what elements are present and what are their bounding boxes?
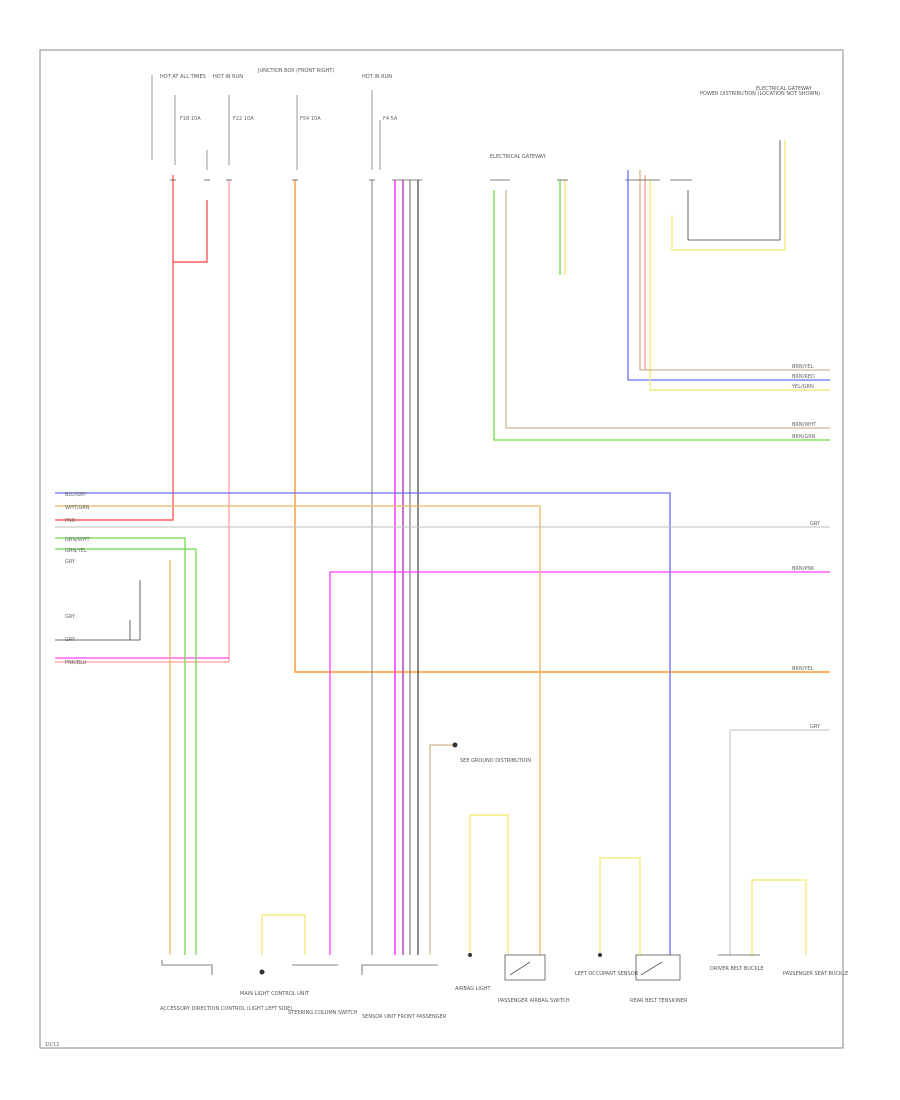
- svg-text:SEE GROUND DISTRIBUTION: SEE GROUND DISTRIBUTION: [460, 758, 531, 764]
- wire-red: [55, 175, 208, 521]
- svg-text:GRY: GRY: [65, 559, 76, 565]
- svg-text:BRN/YEL: BRN/YEL: [792, 364, 814, 370]
- svg-text:F22 10A: F22 10A: [233, 116, 254, 122]
- svg-text:ELECTRICAL GATEWAY: ELECTRICAL GATEWAY: [756, 86, 813, 92]
- component-labels: ACCESSORY DIRECTION CONTROL (LIGHT LEFT …: [160, 758, 848, 1020]
- page-id: 10/12: [45, 1042, 59, 1048]
- ground-dots: [259, 742, 602, 975]
- svg-text:F54 10A: F54 10A: [300, 116, 321, 122]
- svg-text:BRN/RED: BRN/RED: [792, 374, 815, 380]
- wire-tan: [55, 505, 541, 955]
- svg-text:YEL/GRN: YEL/GRN: [791, 384, 814, 390]
- svg-text:BRN/WHT: BRN/WHT: [792, 422, 817, 428]
- svg-text:BRN/PNK: BRN/PNK: [792, 566, 815, 572]
- svg-text:LEFT OCCUPANT SENSOR: LEFT OCCUPANT SENSOR: [575, 971, 639, 977]
- svg-text:POWER DISTRIBUTION (LOCATION N: POWER DISTRIBUTION (LOCATION NOT SHOWN): [700, 91, 820, 97]
- svg-text:WHT/GRN: WHT/GRN: [65, 505, 90, 511]
- svg-text:JUNCTION BOX (FRONT RIGHT): JUNCTION BOX (FRONT RIGHT): [257, 68, 334, 74]
- svg-text:HOT IN RUN: HOT IN RUN: [362, 74, 392, 80]
- svg-text:PASSENGER AIRBAG SWITCH: PASSENGER AIRBAG SWITCH: [498, 998, 570, 1004]
- svg-text:ACCESSORY DIRECTION CONTROL (L: ACCESSORY DIRECTION CONTROL (LIGHT LEFT …: [160, 1006, 292, 1012]
- svg-text:MAIN LIGHT CONTROL UNIT: MAIN LIGHT CONTROL UNIT: [240, 991, 310, 997]
- svg-text:GRY: GRY: [65, 637, 76, 643]
- svg-text:STEERING COLUMN SWITCH: STEERING COLUMN SWITCH: [288, 1010, 358, 1016]
- fuse-labels: F18 10A F22 10A F54 10A F4 5A: [180, 116, 398, 122]
- top-labels: HOT AT ALL TIMES HOT IN RUN JUNCTION BOX…: [160, 68, 820, 160]
- svg-text:PASSENGER SEAT BUCKLE: PASSENGER SEAT BUCKLE: [783, 971, 848, 977]
- svg-text:SENSOR UNIT FRONT PASSENGER: SENSOR UNIT FRONT PASSENGER: [362, 1014, 447, 1020]
- svg-text:PNK: PNK: [65, 518, 76, 524]
- svg-text:BRN/YEL: BRN/YEL: [792, 666, 814, 672]
- svg-text:DRIVER BELT BUCKLE: DRIVER BELT BUCKLE: [710, 966, 764, 972]
- svg-text:GRY: GRY: [810, 521, 821, 527]
- power-feeds: [151, 75, 381, 170]
- svg-text:HOT IN RUN: HOT IN RUN: [213, 74, 243, 80]
- svg-text:BRN/GRN: BRN/GRN: [792, 434, 816, 440]
- wire-brown: [429, 170, 830, 955]
- svg-text:GRY: GRY: [65, 614, 76, 620]
- svg-text:GRN/WHT: GRN/WHT: [65, 537, 90, 543]
- svg-text:GRN/YEL: GRN/YEL: [65, 548, 87, 554]
- component-boxes: [161, 954, 760, 981]
- wire-gray: [55, 526, 830, 955]
- svg-text:F18 10A: F18 10A: [180, 116, 201, 122]
- wire-magenta: [55, 571, 830, 955]
- svg-text:BLU/GRY: BLU/GRY: [65, 492, 87, 498]
- wire-yellow: [261, 140, 830, 955]
- svg-text:GRY: GRY: [810, 724, 821, 730]
- svg-text:F4 5A: F4 5A: [383, 116, 398, 122]
- svg-text:ELECTRICAL GATEWAY: ELECTRICAL GATEWAY: [490, 154, 547, 160]
- svg-text:PNK/BLU: PNK/BLU: [65, 660, 87, 666]
- diagram-frame: [39, 49, 844, 1049]
- left-wire-labels: BLU/GRY WHT/GRN PNK GRN/WHT GRN/YEL GRY …: [65, 492, 90, 666]
- wire-bundle: [371, 180, 419, 955]
- wire-dark: [55, 140, 781, 641]
- svg-text:HOT AT ALL TIMES: HOT AT ALL TIMES: [160, 74, 206, 80]
- wire-green: [55, 180, 830, 955]
- svg-text:AIRBAG LIGHT: AIRBAG LIGHT: [455, 986, 491, 992]
- wire-orange: [294, 180, 830, 673]
- svg-text:REAR BELT TENSIONER: REAR BELT TENSIONER: [630, 998, 688, 1004]
- wire-pink: [55, 180, 230, 663]
- right-wire-labels: BRN/YEL BRN/RED YEL/GRN BRN/WHT BRN/GRN …: [791, 364, 821, 730]
- wire-blue: [55, 170, 830, 955]
